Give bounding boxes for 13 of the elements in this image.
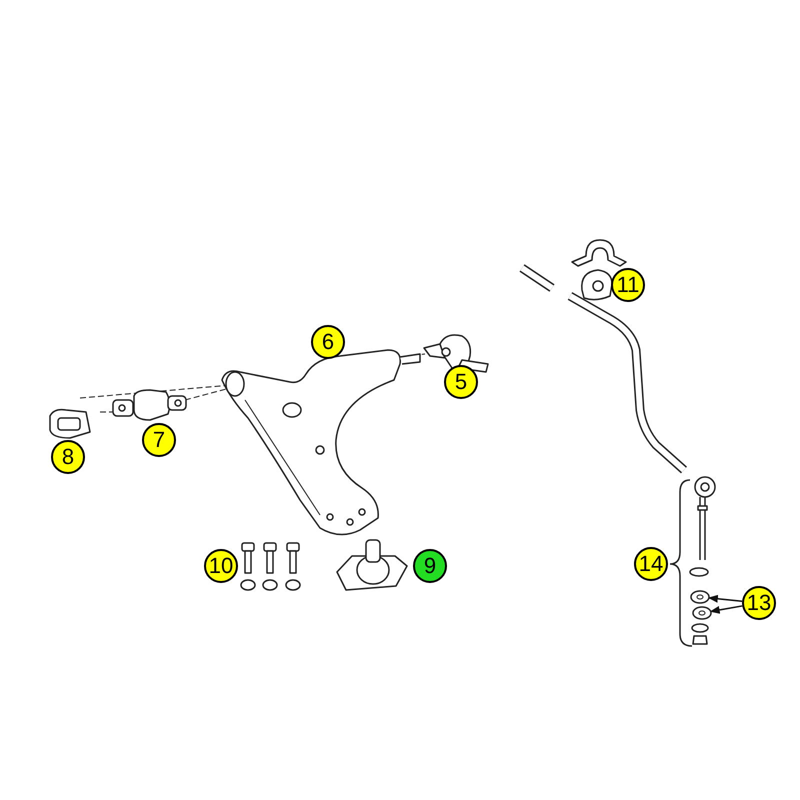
washer-drawing <box>692 606 712 620</box>
washer-drawing <box>690 590 710 604</box>
callout-number: 7 <box>142 423 176 457</box>
callout-number: 9 <box>413 549 447 583</box>
leader-arrow <box>710 605 742 614</box>
callout-number: 8 <box>51 440 85 474</box>
callout-number: 5 <box>444 365 478 399</box>
callout-number: 10 <box>204 549 238 583</box>
leader-arrow <box>708 594 742 603</box>
callout-number: 6 <box>311 325 345 359</box>
callout-number: 13 <box>742 586 776 620</box>
callout-number: 11 <box>611 268 645 302</box>
callout-number: 14 <box>634 547 668 581</box>
